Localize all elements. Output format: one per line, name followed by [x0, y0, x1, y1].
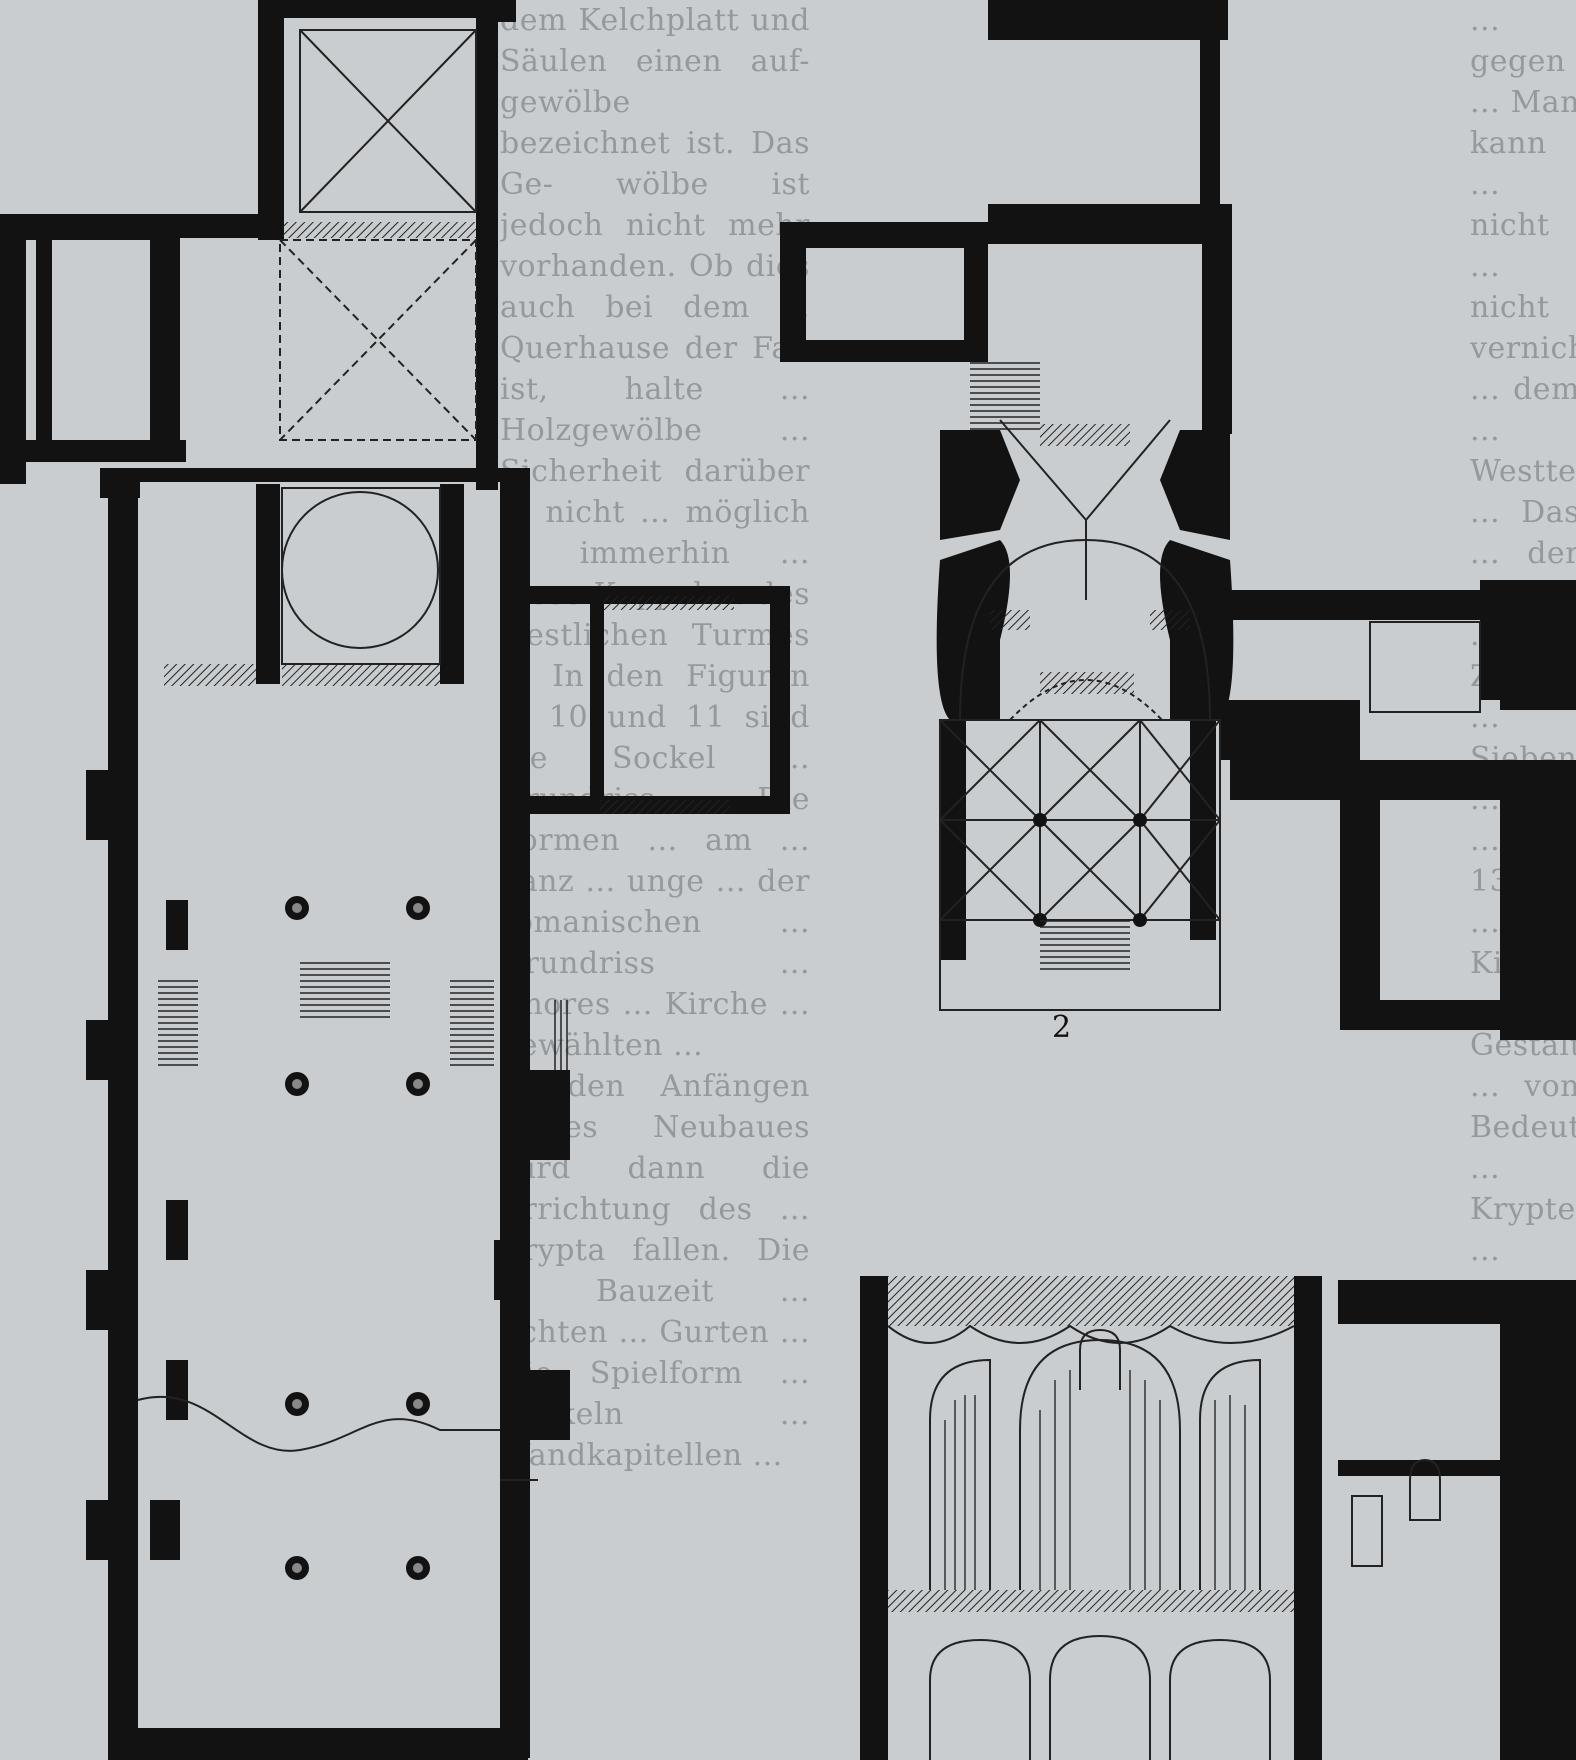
section-arches [887, 1324, 1441, 1760]
text-column-middle: dem Kelchplatt und Säulen einen auf- gew… [500, 0, 810, 1760]
figure-label-2: 2 [1052, 1010, 1072, 1045]
hatched-band [604, 596, 734, 610]
stairs [450, 978, 494, 1068]
stairs [158, 978, 198, 1068]
nave-walls [0, 0, 790, 1760]
column [1133, 813, 1147, 827]
hatched-band [888, 1276, 1294, 1326]
stairs [550, 1000, 570, 1070]
hatched-band [600, 800, 730, 814]
hatched-band [888, 1590, 1294, 1612]
crypt-walls [780, 0, 1576, 1040]
hatched-band [1150, 610, 1190, 630]
column [1133, 913, 1147, 927]
hatched-band [1040, 424, 1130, 446]
column [1033, 813, 1047, 827]
hatched-band [164, 664, 256, 686]
stairs [1040, 920, 1130, 970]
stairs [970, 362, 1040, 432]
vault-lines [137, 29, 538, 1481]
hatched-band [282, 664, 440, 686]
text-paragraph: ... gegen ... Man kann ... nicht ... nic… [1470, 3, 1576, 1268]
stairs [300, 960, 390, 1022]
text-column-right: ... gegen ... Man kann ... nicht ... nic… [1470, 0, 1576, 1760]
hatched-band [1040, 672, 1134, 694]
hatched-band [990, 610, 1030, 630]
crypt-columns [1033, 813, 1147, 927]
section-hatching [944, 1370, 1246, 1590]
hatched-band [282, 222, 476, 238]
text-paragraph: dem Kelchplatt und Säulen einen auf- gew… [500, 3, 810, 1063]
section-walls [860, 1276, 1576, 1760]
